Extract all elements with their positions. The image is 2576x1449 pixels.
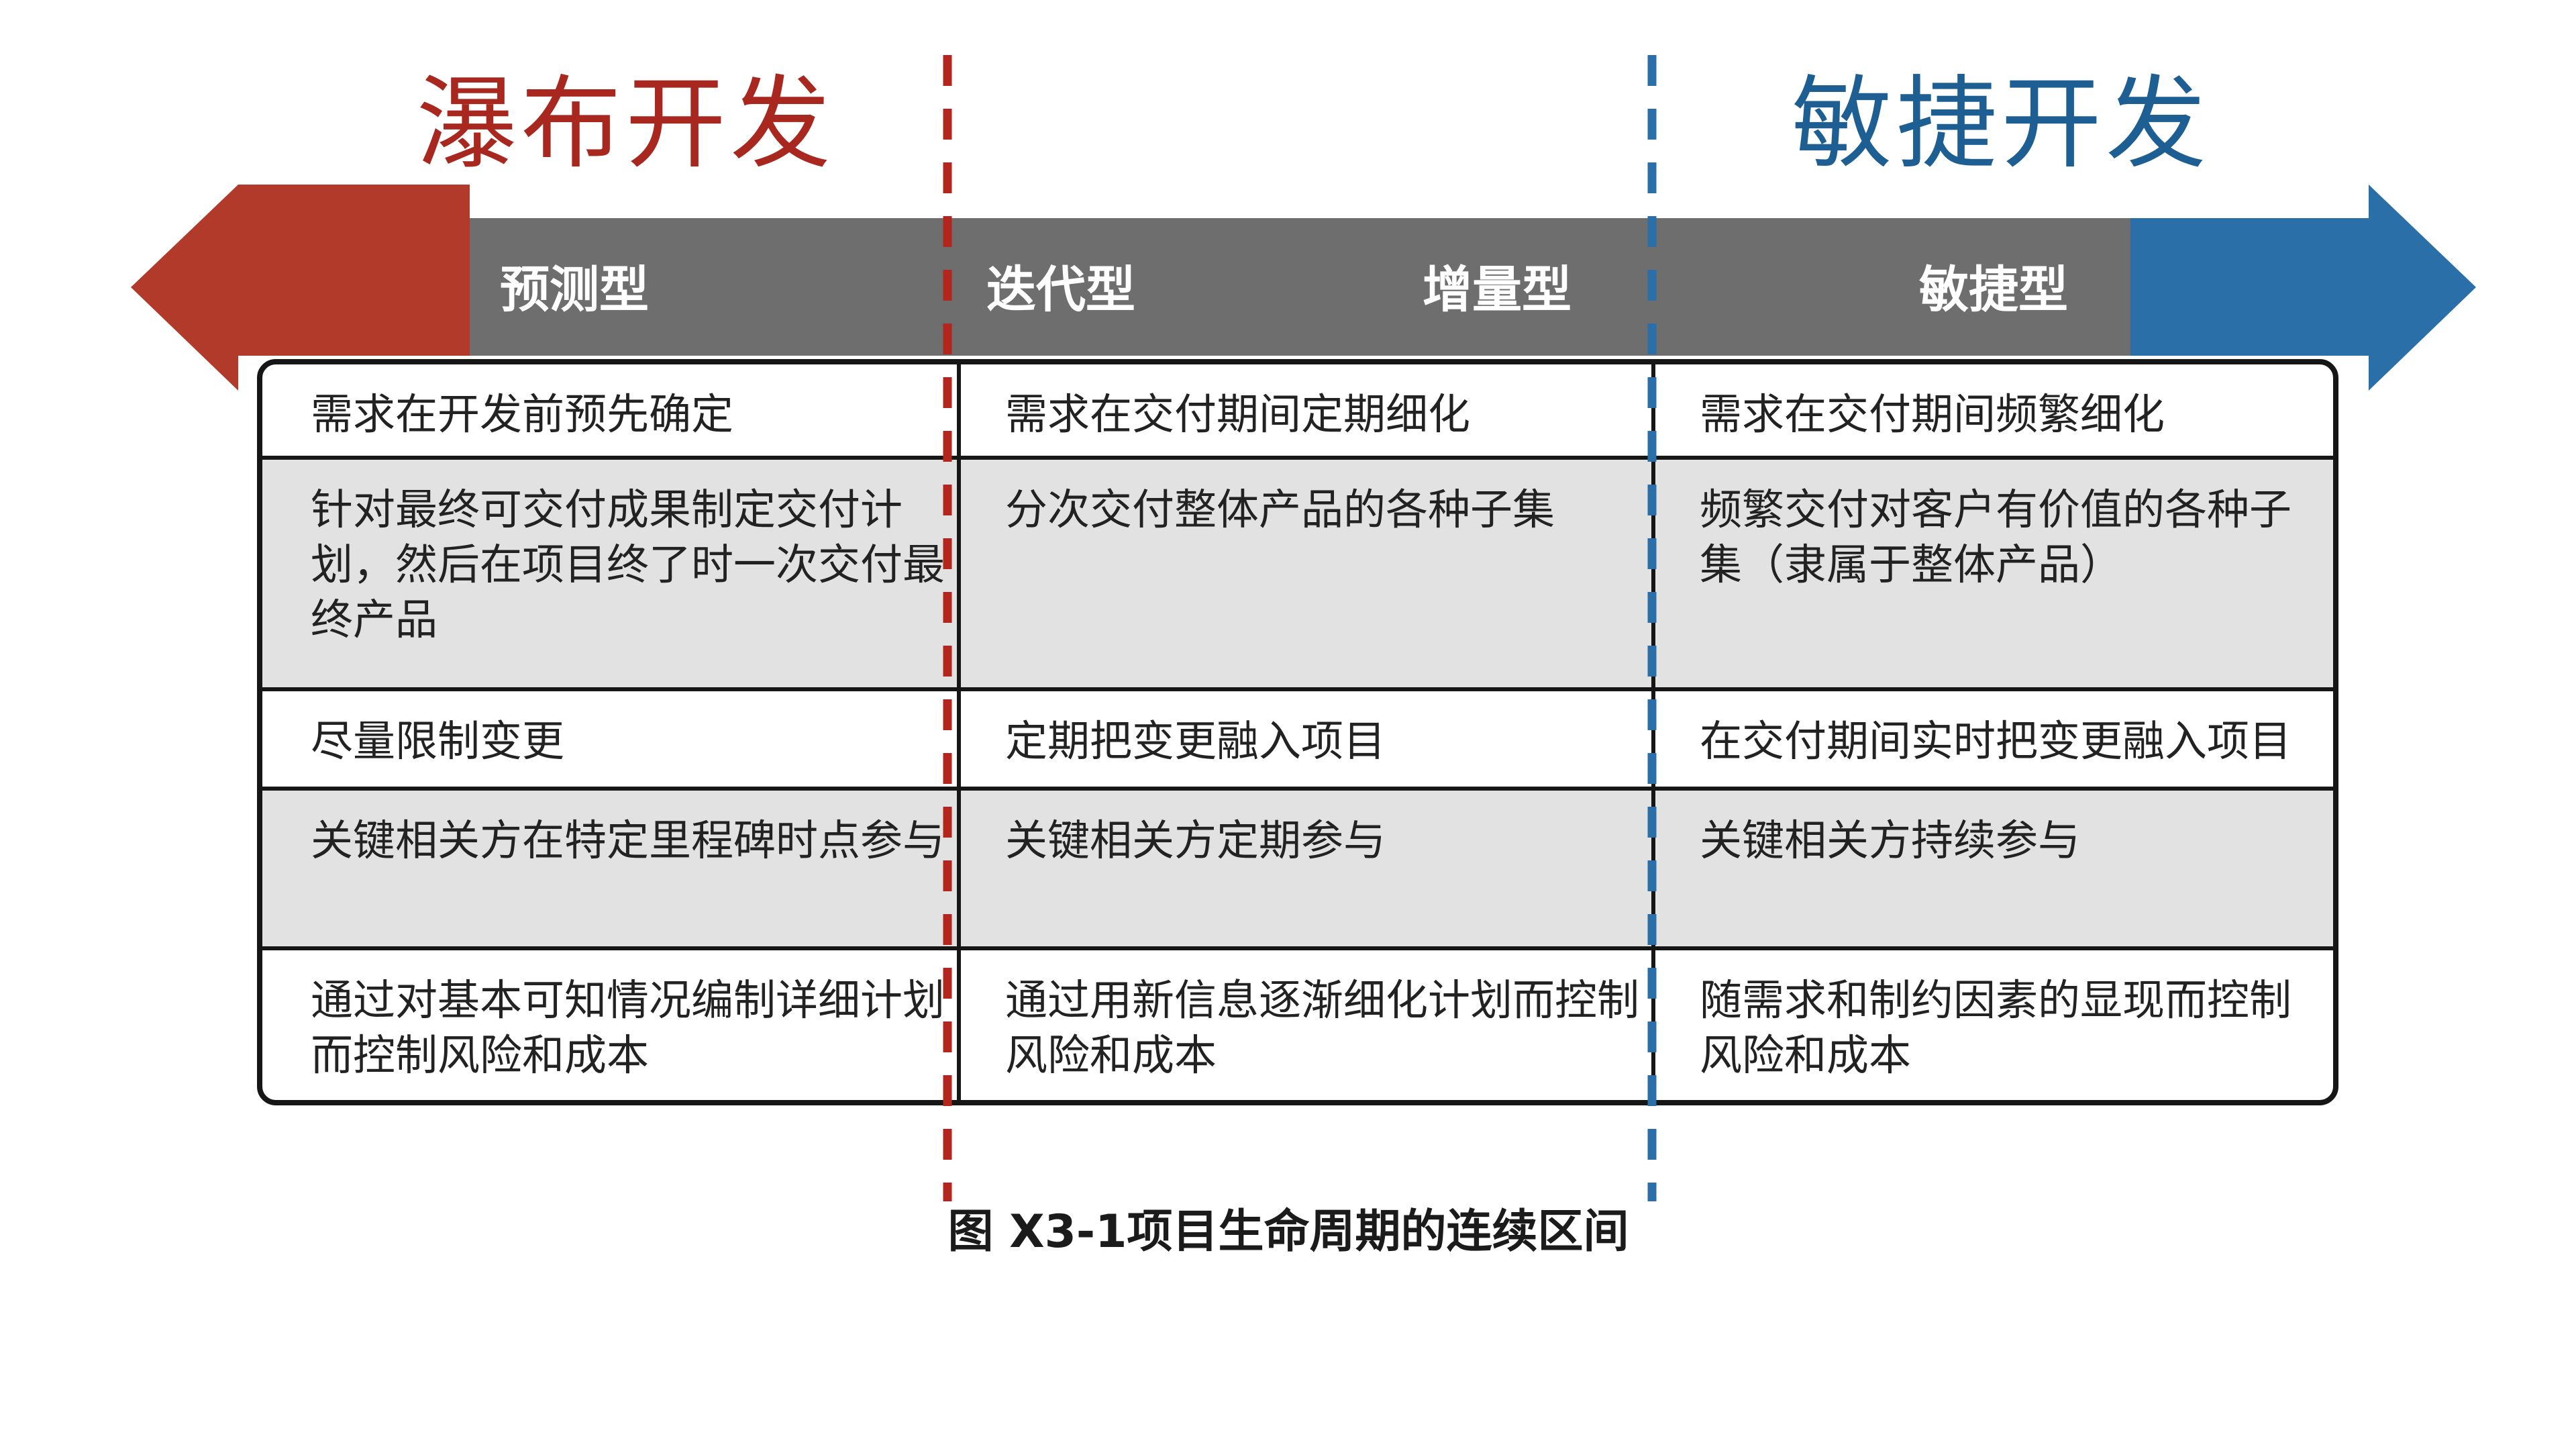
table-cell-agile: 在交付期间实时把变更融入项目	[1651, 691, 2333, 787]
waterfall-arrow-shaft	[238, 218, 470, 356]
arrow-gray-band	[228, 218, 2349, 356]
agile-arrow-head	[2130, 185, 2476, 391]
table-cell-iterative-incremental: 定期把变更融入项目	[957, 691, 1651, 787]
table-row: 通过对基本可知情况编制详细计划而控制风险和成本 通过用新信息逐渐细化计划而控制风…	[262, 950, 2333, 1100]
table-cell-iterative-incremental: 关键相关方定期参与	[957, 791, 1651, 946]
agile-title: 敏捷开发	[1792, 66, 2211, 183]
band-label-agile: 敏捷型	[1919, 261, 2068, 319]
table-cell-predictive: 通过对基本可知情况编制详细计划而控制风险和成本	[311, 976, 945, 1080]
table-cell-agile: 随需求和制约因素的显现而控制风险和成本	[1651, 950, 2333, 1100]
lifecycle-comparison-table: 需求在开发前预先确定 需求在交付期间定期细化 需求在交付期间频繁细化 针对最终可…	[257, 359, 2338, 1105]
table-cell-iterative-incremental: 需求在交付期间定期细化	[957, 364, 1651, 456]
table-cell-predictive: 关键相关方在特定里程碑时点参与	[311, 816, 945, 865]
band-label-iterative: 迭代型	[986, 261, 1135, 319]
waterfall-title: 瀑布开发	[416, 66, 835, 183]
table-row: 尽量限制变更 定期把变更融入项目 在交付期间实时把变更融入项目	[262, 691, 2333, 791]
table-cell-predictive: 尽量限制变更	[311, 717, 564, 766]
figure-caption: 图 X3-1项目生命周期的连续区间	[947, 1205, 1629, 1258]
table-cell-agile: 频繁交付对客户有价值的各种子集（隶属于整体产品）	[1651, 460, 2333, 687]
table-row: 关键相关方在特定里程碑时点参与 关键相关方定期参与 关键相关方持续参与	[262, 791, 2333, 950]
table-cell-agile: 关键相关方持续参与	[1651, 791, 2333, 946]
table-cell-iterative-incremental: 分次交付整体产品的各种子集	[957, 460, 1651, 687]
table-cell-iterative-incremental: 通过用新信息逐渐细化计划而控制风险和成本	[957, 950, 1651, 1100]
table-cell-predictive: 需求在开发前预先确定	[311, 390, 733, 439]
band-label-predictive: 预测型	[500, 261, 649, 319]
band-label-incremental: 增量型	[1423, 261, 1572, 319]
table-cell-agile: 需求在交付期间频繁细化	[1651, 364, 2333, 456]
table-cell-predictive: 针对最终可交付成果制定交付计划，然后在项目终了时一次交付最终产品	[311, 485, 945, 644]
table-row: 需求在开发前预先确定 需求在交付期间定期细化 需求在交付期间频繁细化	[262, 364, 2333, 460]
table-row: 针对最终可交付成果制定交付计划，然后在项目终了时一次交付最终产品 分次交付整体产…	[262, 460, 2333, 691]
